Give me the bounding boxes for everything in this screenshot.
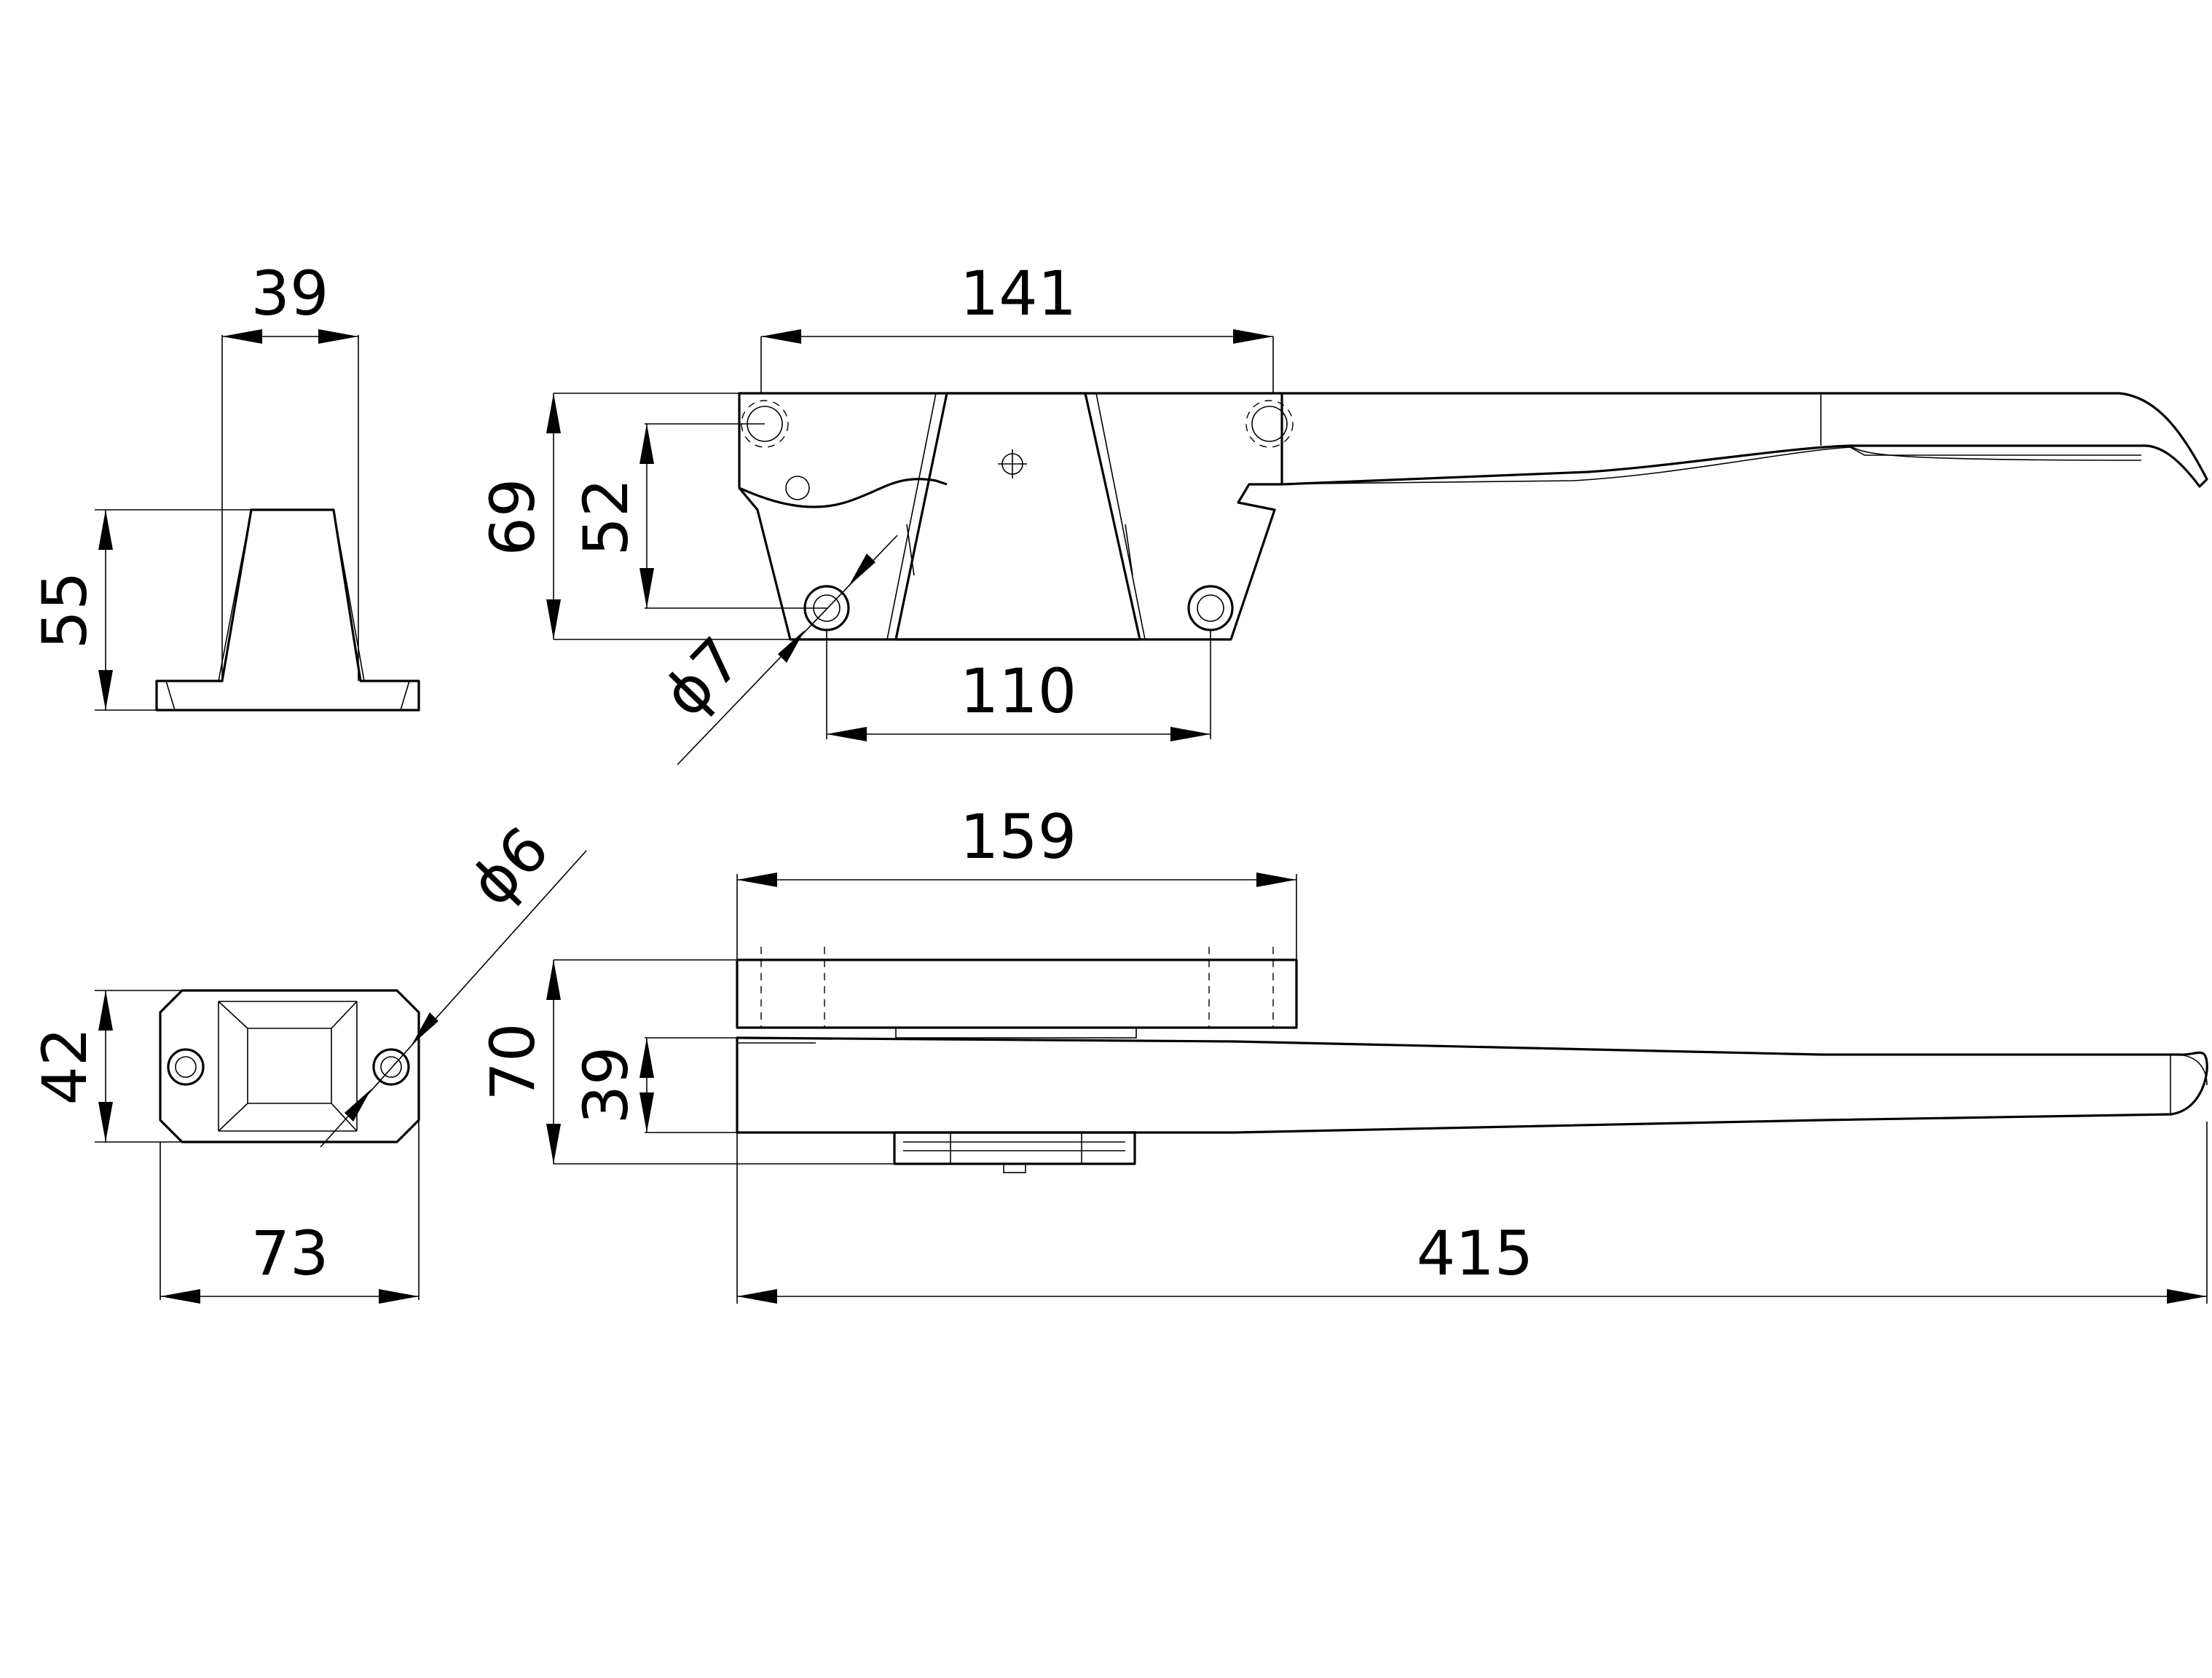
dim-label-plan-height: 70 xyxy=(477,1023,548,1101)
striker-side-view xyxy=(95,335,420,712)
dim-70: 70 xyxy=(477,960,561,1164)
dim-110: 110 xyxy=(827,655,1211,741)
dim-label-side-height: 55 xyxy=(29,572,101,650)
dim-69: 69 xyxy=(477,393,561,639)
dim-label-side-width: 39 xyxy=(251,258,329,329)
dim-73: 73 xyxy=(160,1218,419,1304)
dim-label-top-span: 141 xyxy=(960,258,1077,329)
dim-52: 52 xyxy=(570,424,654,608)
dim-label-overall-length: 415 xyxy=(1417,1218,1533,1289)
dim-39-side: 39 xyxy=(222,258,358,344)
dim-39-plan: 39 xyxy=(570,1038,654,1133)
dim-42: 42 xyxy=(29,990,113,1142)
dim-141: 141 xyxy=(761,258,1273,344)
handle-plan-view xyxy=(554,874,2208,1304)
handle-side-view xyxy=(554,336,2208,739)
dim-label-base-hole-span: 110 xyxy=(960,655,1077,727)
dim-label-plate-width: 159 xyxy=(960,801,1077,873)
dim-415: 415 xyxy=(737,1218,2207,1304)
dim-label-hole-vertical: 52 xyxy=(570,478,642,556)
dim-label-base-hole-dia: ϕ6 xyxy=(456,814,562,920)
dim-55-side: 55 xyxy=(29,510,113,710)
striker-plan-view xyxy=(95,989,420,1300)
dim-label-handle-width: 39 xyxy=(570,1047,642,1124)
dim-159: 159 xyxy=(737,801,1296,887)
dim-label-base-length: 73 xyxy=(251,1218,329,1289)
dim-label-base-width: 42 xyxy=(29,1028,101,1106)
dim-label-total-height: 69 xyxy=(477,478,548,556)
